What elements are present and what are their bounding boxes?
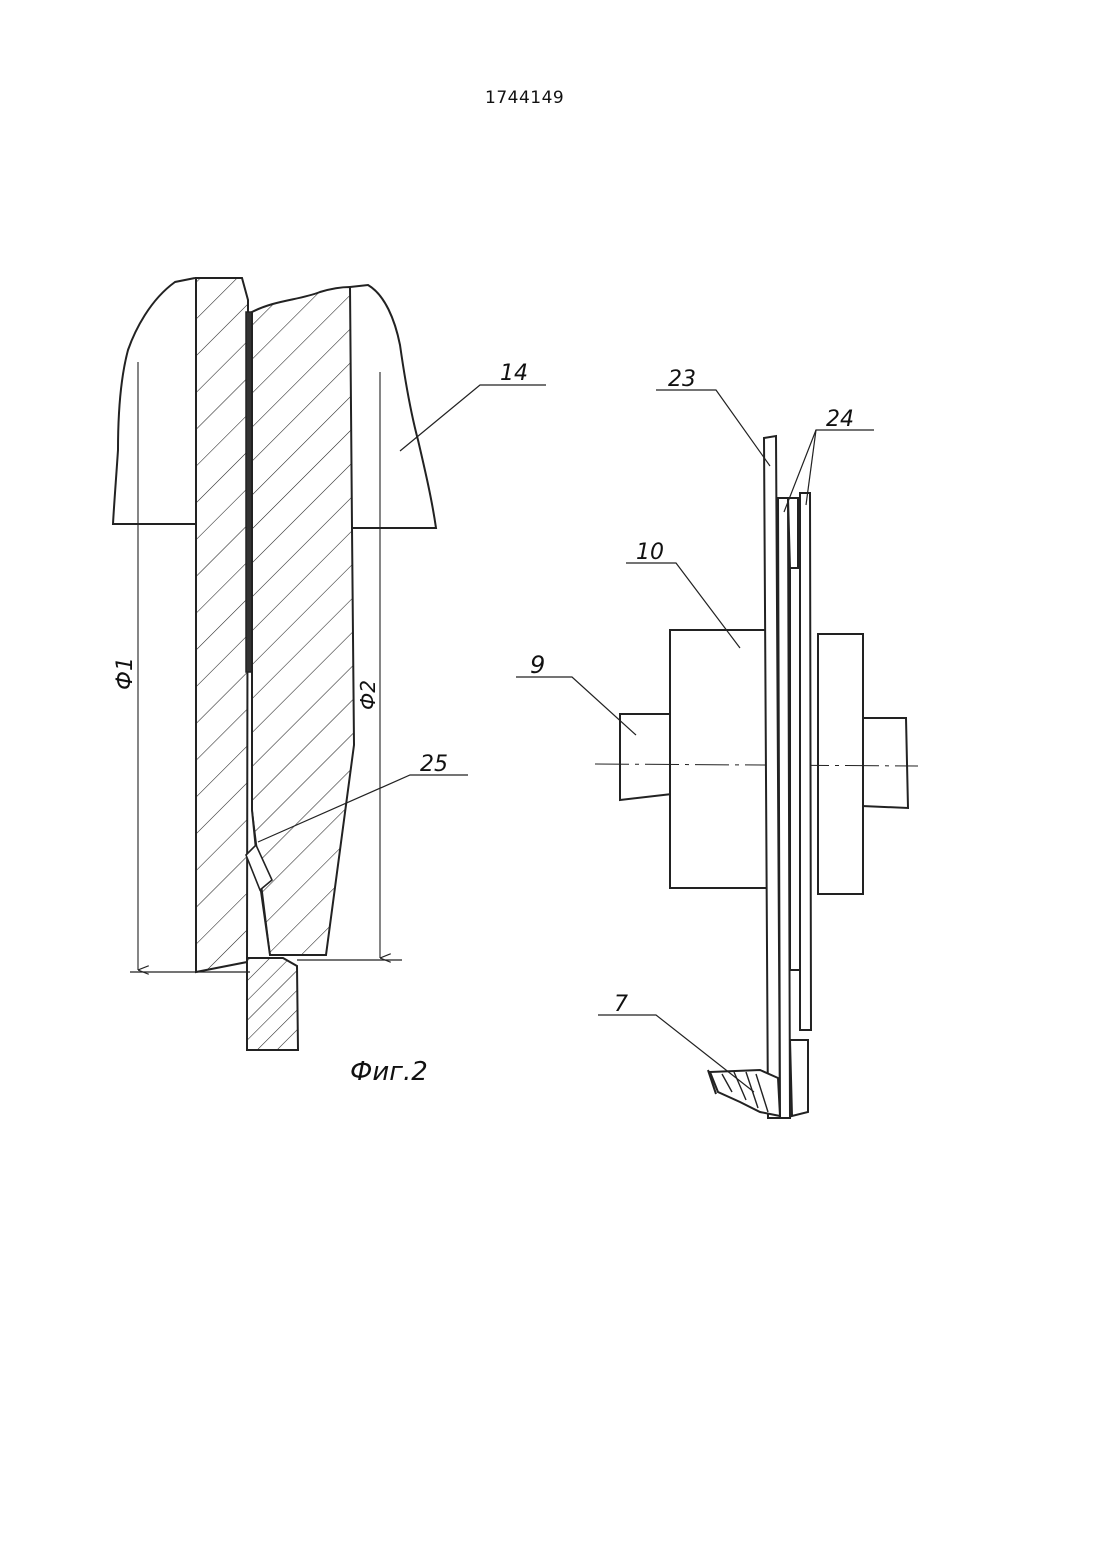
bottom-tool-block: [247, 958, 298, 1050]
leader-9: [516, 677, 636, 735]
right-wall: [252, 287, 354, 955]
dimension-d1-label: Ф1: [113, 657, 138, 690]
label-7: 7: [614, 992, 628, 1017]
body-outline-right: [350, 285, 436, 528]
leader-14: [400, 385, 546, 451]
plate-24-inner: [790, 568, 800, 970]
plate-24a: [788, 498, 798, 568]
plate-2: [778, 498, 790, 1118]
blade-7: [710, 1070, 780, 1116]
hub-right: [818, 634, 863, 894]
plate-24b: [800, 493, 811, 1030]
leader-23: [656, 390, 770, 466]
figure-caption: Фиг.2: [350, 1057, 428, 1087]
shaft-right: [862, 718, 908, 808]
lower-plate: [790, 1040, 808, 1116]
label-10: 10: [636, 540, 664, 565]
body-outline-left: [113, 278, 196, 524]
left-wall: [196, 278, 248, 972]
hub-10: [670, 630, 768, 888]
dimension-d2-label: Ф2: [356, 680, 380, 710]
label-14: 14: [500, 361, 528, 386]
left-section-view: [113, 278, 546, 1050]
right-side-view: [516, 390, 918, 1118]
label-9: 9: [530, 651, 545, 679]
label-25: 25: [420, 752, 448, 777]
label-24: 24: [826, 407, 854, 432]
label-23: 23: [668, 367, 696, 392]
